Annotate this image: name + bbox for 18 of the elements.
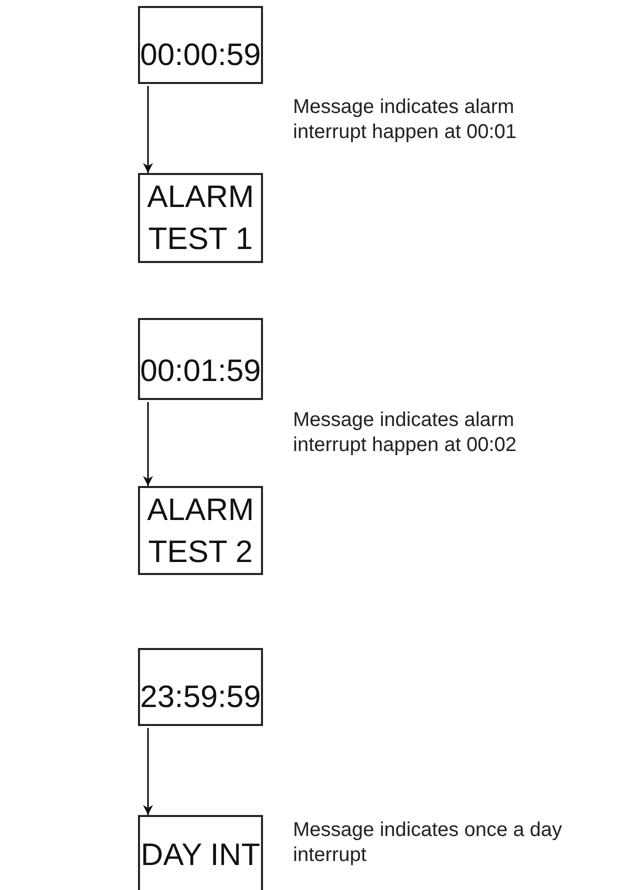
display-box xyxy=(138,486,263,575)
display-box xyxy=(138,648,263,726)
display-text: 00:01:59 xyxy=(140,352,261,390)
note-text: Message indicates alarm interrupt happen at 00:01 xyxy=(293,95,518,145)
arrow xyxy=(143,86,153,173)
display-box xyxy=(138,173,263,263)
display-box xyxy=(138,815,263,890)
arrow xyxy=(143,728,153,815)
display-box xyxy=(138,6,263,84)
note-text: Message indicates alarm interrupt happen at 00:02 xyxy=(293,408,518,458)
display-text: ALARM TEST 1 xyxy=(146,178,255,258)
note-text: Message indicates once a day interrupt xyxy=(293,818,564,868)
display-box xyxy=(138,318,263,400)
display-text: ALARM TEST 2 xyxy=(146,490,255,570)
arrow xyxy=(143,402,153,486)
display-text: DAY INT xyxy=(140,836,260,874)
display-text: 00:00:59 xyxy=(140,36,261,74)
display-text: 23:59:59 xyxy=(140,678,261,716)
